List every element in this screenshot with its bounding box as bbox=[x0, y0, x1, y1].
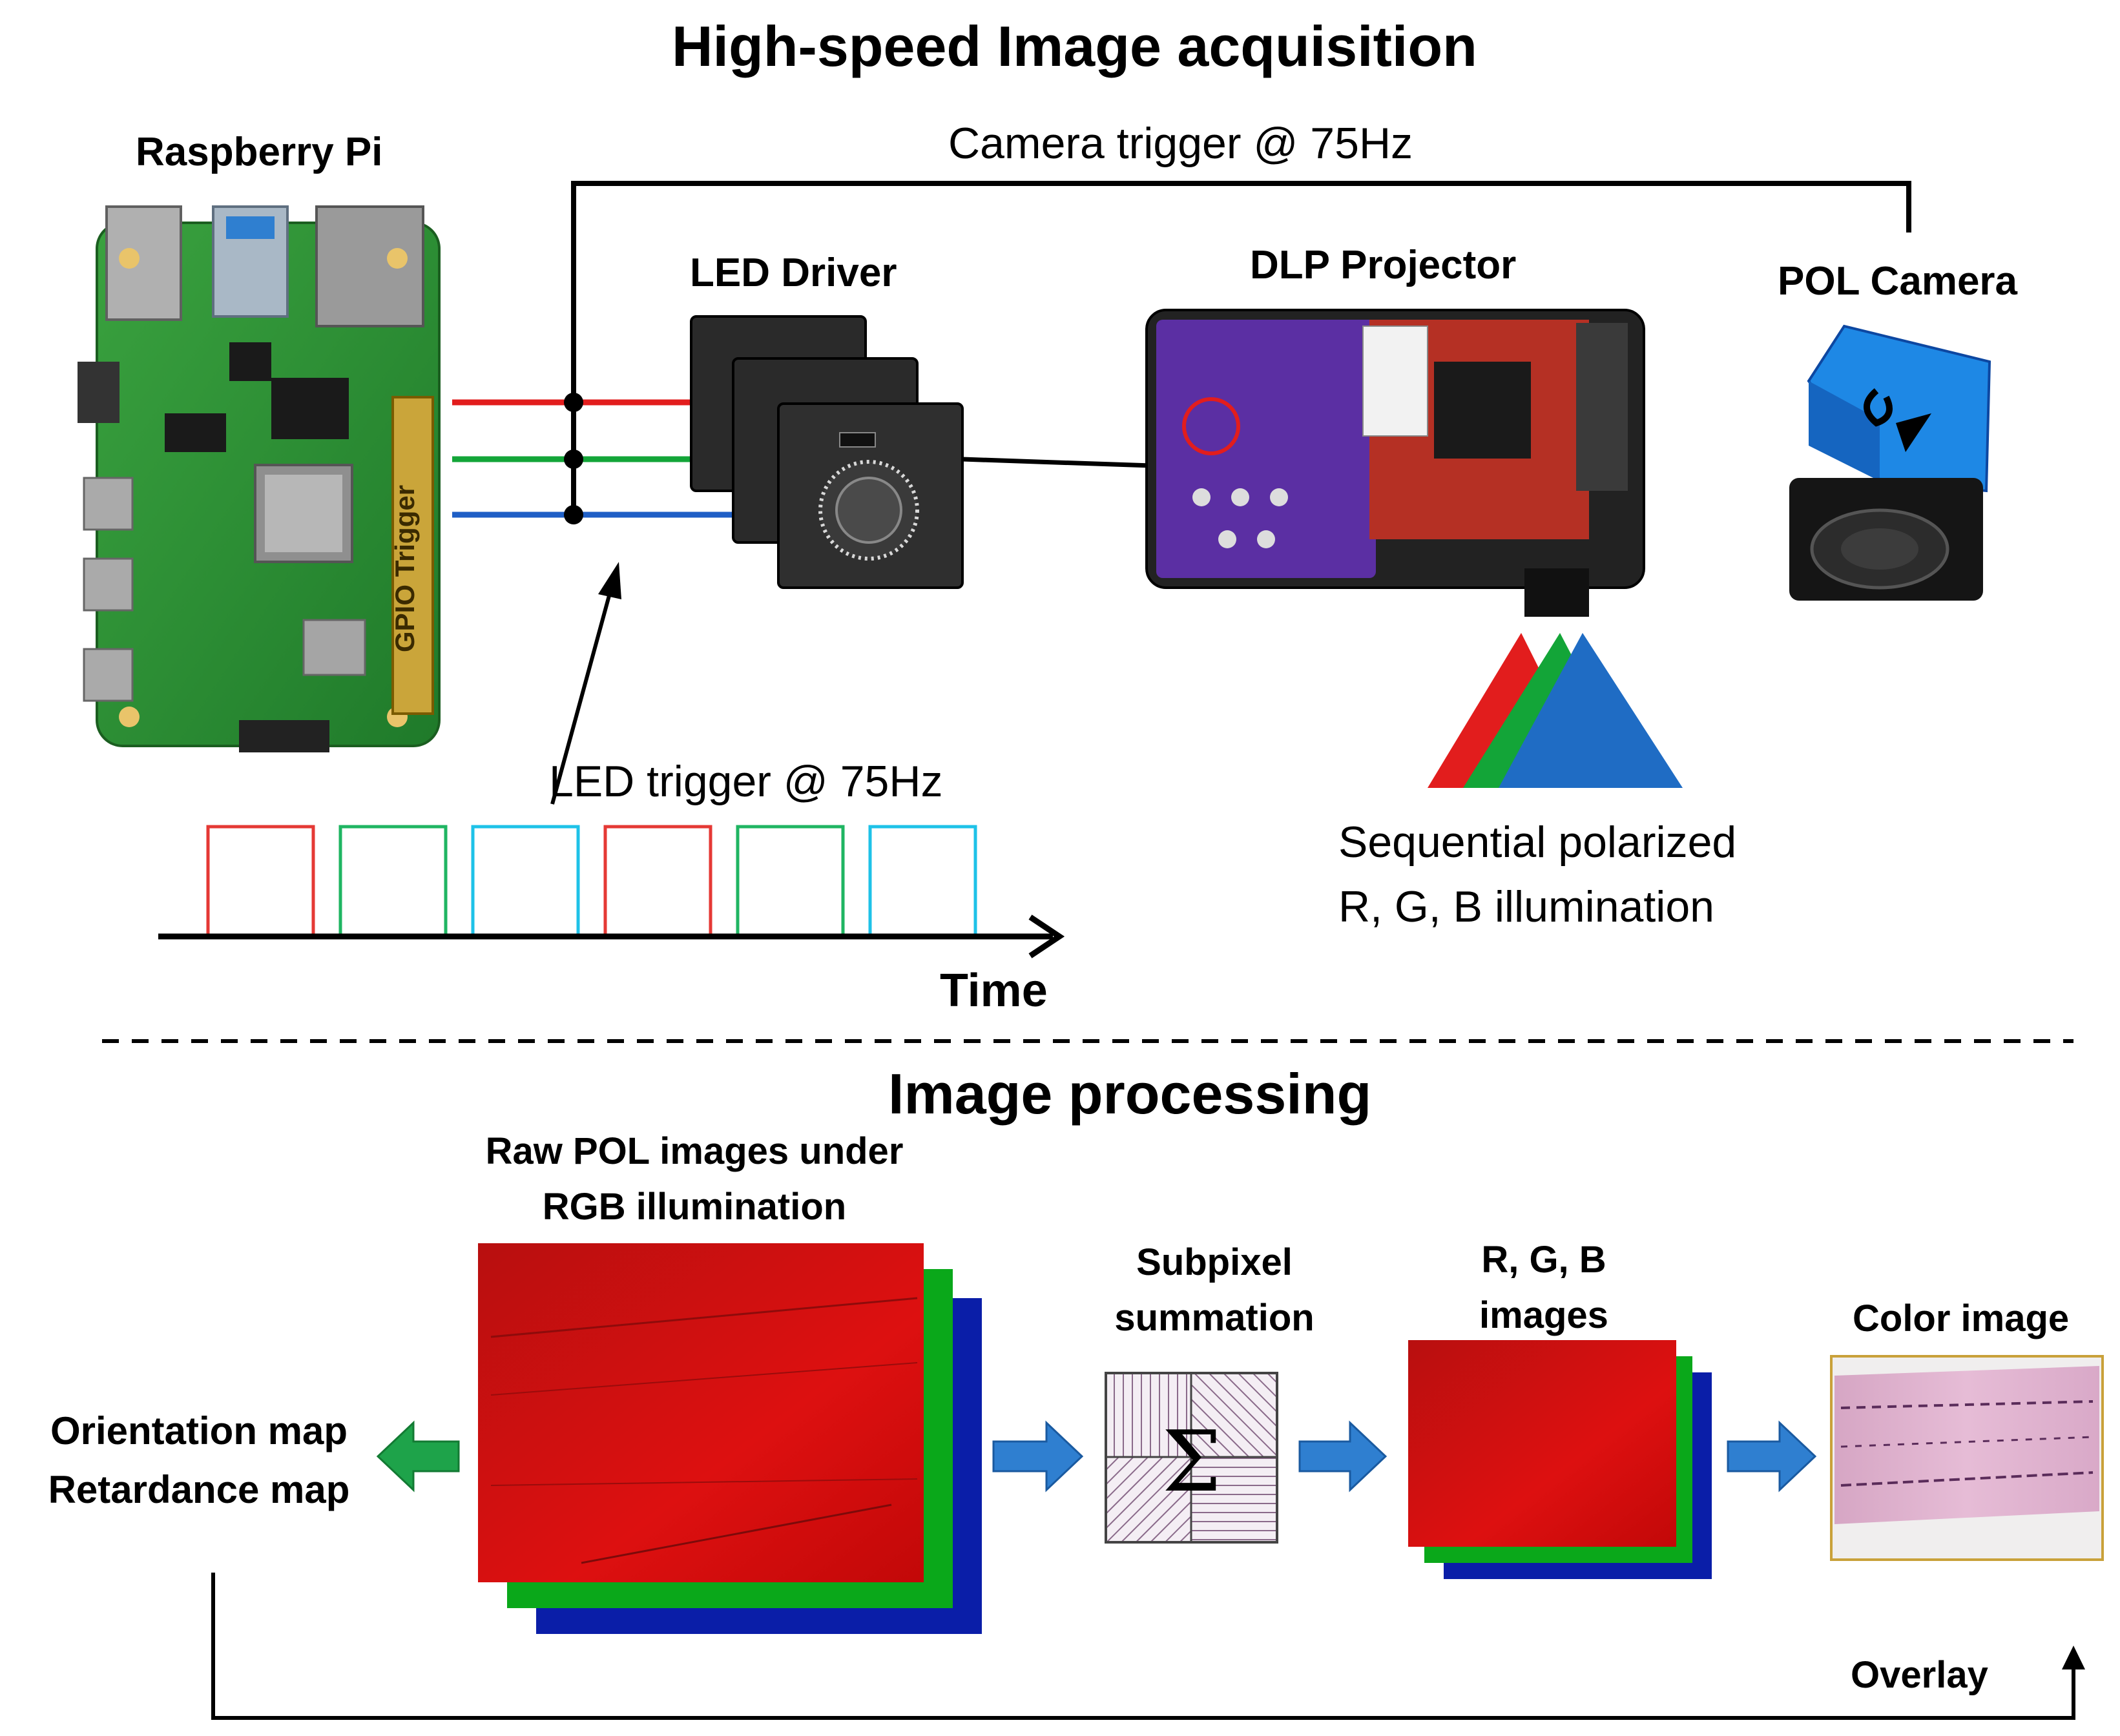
sigma-symbol: Σ bbox=[1162, 1412, 1221, 1511]
led-pulse-5 bbox=[736, 825, 845, 935]
map-outputs-caption: Orientation map Retardance map bbox=[12, 1401, 386, 1519]
led-driver-unit bbox=[690, 315, 964, 589]
subpixel-caption-line2: summation bbox=[1114, 1296, 1315, 1339]
camera-trigger-label: Camera trigger @ 75Hz bbox=[948, 119, 1413, 168]
raw-pol-image-stack bbox=[478, 1243, 982, 1634]
time-axis bbox=[158, 914, 1065, 958]
rgb-image-stack bbox=[1408, 1340, 1712, 1579]
led-pulse-1 bbox=[206, 825, 315, 935]
rgb-images-caption-line2: images bbox=[1479, 1294, 1608, 1336]
led-driver-label: LED Driver bbox=[690, 251, 897, 295]
raspberry-pi-board bbox=[78, 205, 441, 752]
time-axis-label: Time bbox=[940, 965, 1048, 1017]
overlay-loop-arrow bbox=[211, 1573, 2085, 1720]
color-image-thumbnail bbox=[1830, 1355, 2104, 1561]
subpixel-summation-grid bbox=[1105, 1372, 1278, 1544]
rgb-images-caption-line1: R, G, B bbox=[1481, 1239, 1606, 1281]
led-pulse-4 bbox=[603, 825, 712, 935]
pol-camera-device bbox=[1789, 324, 1991, 601]
led-pulse-train bbox=[206, 825, 977, 935]
rgb-illumination-triangles bbox=[1428, 633, 1683, 788]
process-arrows bbox=[376, 1420, 1817, 1493]
illumination-label-line1: Sequential polarized bbox=[1338, 818, 1737, 867]
led-trigger-arrow bbox=[550, 562, 621, 805]
subpixel-caption: Subpixel summation bbox=[1092, 1235, 1337, 1346]
led-pulse-2 bbox=[338, 825, 448, 935]
led-pulse-6 bbox=[868, 825, 977, 935]
signal-wires bbox=[452, 181, 1911, 524]
raspberry-pi-label: Raspberry Pi bbox=[136, 130, 383, 174]
processing-title: Image processing bbox=[888, 1062, 1372, 1126]
dlp-projector-device bbox=[1145, 309, 1645, 617]
raw-pol-caption-line1: Raw POL images under bbox=[485, 1130, 904, 1172]
subpixel-caption-line1: Subpixel bbox=[1136, 1241, 1293, 1283]
orientation-map-label: Orientation map bbox=[50, 1409, 348, 1452]
rgb-images-caption: R, G, B images bbox=[1434, 1232, 1654, 1343]
gpio-trigger-label: GPIO Trigger bbox=[390, 484, 420, 652]
pol-camera-label: POL Camera bbox=[1778, 259, 2018, 304]
dlp-projector-label: DLP Projector bbox=[1250, 243, 1517, 287]
raw-pol-caption-line2: RGB illumination bbox=[542, 1185, 847, 1228]
color-image-label: Color image bbox=[1853, 1297, 2070, 1339]
raw-pol-caption: Raw POL images under RGB illumination bbox=[462, 1124, 927, 1235]
led-pulse-3 bbox=[471, 825, 580, 935]
illumination-label-line2: R, G, B illumination bbox=[1338, 882, 1714, 931]
overlay-label: Overlay bbox=[1851, 1654, 1988, 1696]
retardance-map-label: Retardance map bbox=[48, 1468, 350, 1512]
acquisition-title: High-speed Image acquisition bbox=[672, 14, 1477, 78]
led-trigger-label: LED trigger @ 75Hz bbox=[549, 757, 943, 806]
